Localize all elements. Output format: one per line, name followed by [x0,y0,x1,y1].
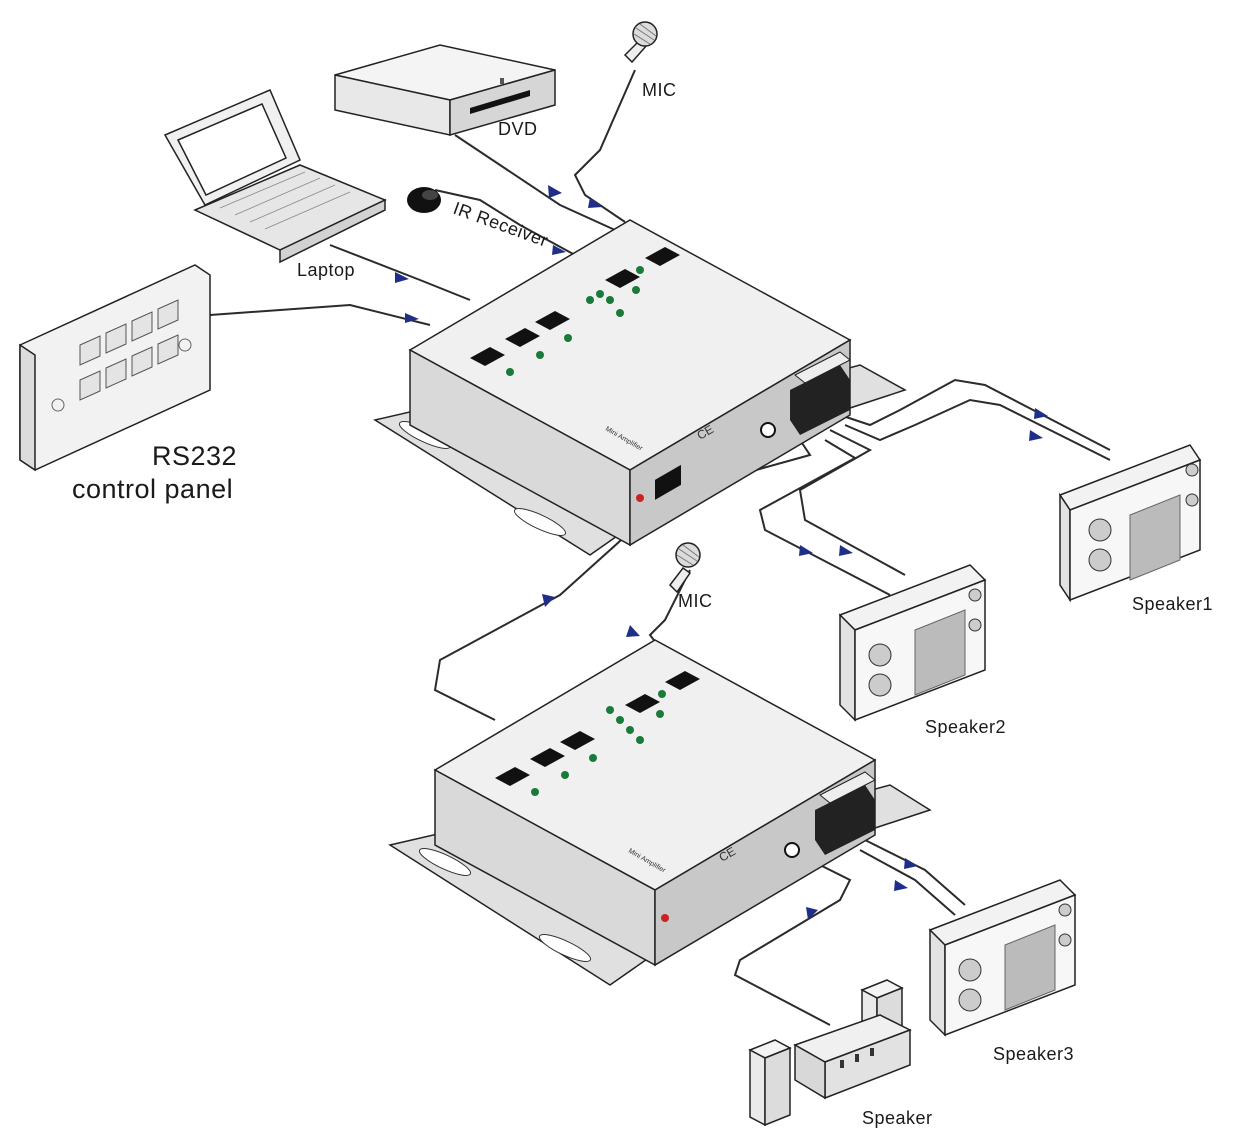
arrow-speaker2-b [799,545,813,556]
microphone-bottom [669,542,701,594]
speaker3 [928,879,1077,1037]
label-rs232: RS232 [152,441,237,471]
cable-speaker2-a [798,429,906,576]
laptop [163,89,387,264]
arrow-speaker-hifi [806,907,818,920]
arrow-speaker1-b [1029,430,1043,441]
label-dvd: DVD [498,119,538,139]
arrow-mic [588,197,602,208]
label-ir-receiver: IR Receiver [451,198,551,251]
dvd-player [334,44,556,136]
cable-dvd [454,134,616,231]
arrow-speaker2-a [839,545,853,556]
label-mic-top: MIC [642,80,677,100]
arrow-speaker3-b [894,880,908,891]
cable-speaker3-b [859,849,956,916]
arrow-mic-bottom [626,625,640,637]
label-speaker2: Speaker2 [925,717,1006,737]
arrow-speaker1-a [1034,408,1048,419]
speaker-hifi [748,979,912,1127]
label-speaker3: Speaker3 [993,1044,1074,1064]
label-mic-bottom: MIC [678,591,713,611]
arrow-dvd [548,185,562,198]
cable-speaker3-a [864,839,966,906]
cables [209,69,1111,1026]
cable-laptop [329,244,471,301]
speaker1 [1058,444,1202,603]
arrow-speaker3-a [904,858,918,869]
amplifier-bottom: Mini Amplifier CE [388,639,932,986]
cable-speaker-hifi [733,854,852,1026]
rs232-control-panel [19,264,211,472]
label-speaker: Speaker [862,1108,933,1128]
arrow-amp-link [542,594,555,607]
cable-ir [434,189,576,256]
cable-rs232 [209,303,431,326]
cable-mic-top [573,69,636,223]
arrow-laptop [395,272,409,283]
ir-receiver [407,187,441,213]
arrow-ir [552,245,566,255]
label-laptop: Laptop [297,260,355,280]
cable-speaker1-a [839,378,1111,451]
cable-speaker1-b [844,398,1111,461]
cable-amp-link [433,439,812,721]
labels: MIC DVD IR Receiver Laptop RS232 control… [72,80,1213,1128]
microphone-top [623,21,658,64]
label-control-panel: control panel [72,474,233,504]
amplifier-top: Mini Amplifier CE [373,219,907,556]
arrow-rs232 [405,313,419,323]
speaker2 [838,564,987,722]
label-speaker1: Speaker1 [1132,594,1213,614]
